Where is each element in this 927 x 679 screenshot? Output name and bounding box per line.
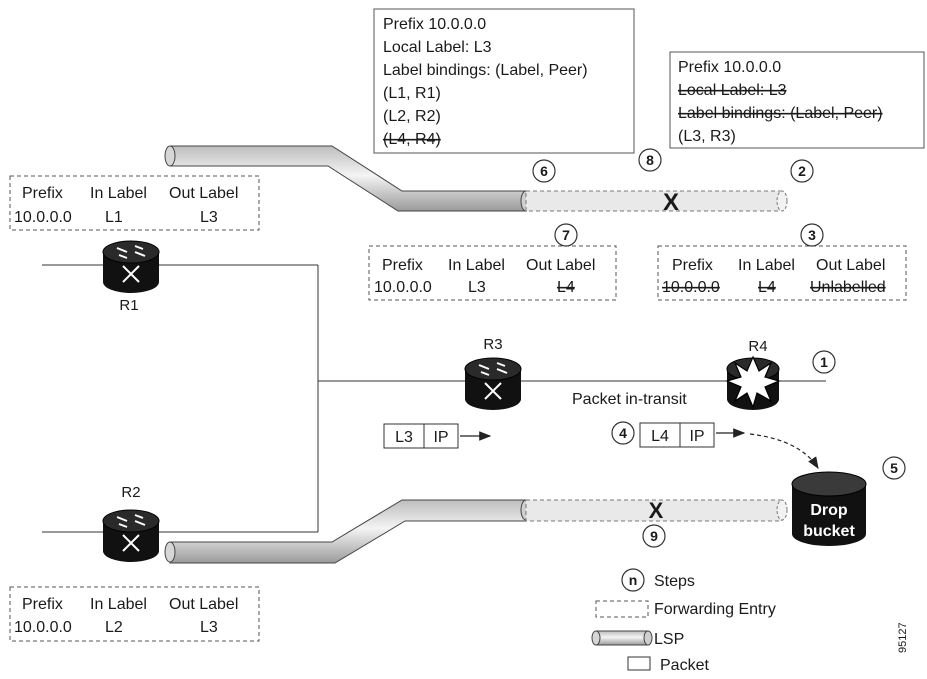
- step-4: 4: [619, 425, 627, 441]
- label-binding-box-right: Prefix 10.0.0.0 Local Label: L3 Label bi…: [669, 51, 925, 149]
- forwarding-entry-r3: Prefix In Label Out Label 10.0.0.0 L3 L4: [368, 245, 617, 301]
- svg-text:bucket: bucket: [803, 523, 855, 540]
- svg-text:IP: IP: [689, 428, 704, 445]
- svg-text:Local Label: L3: Local Label: L3: [678, 82, 787, 99]
- network-links: [42, 264, 826, 533]
- svg-text:Drop: Drop: [810, 502, 848, 519]
- router-r1: [102, 240, 160, 293]
- step-9: 9: [650, 528, 658, 544]
- svg-text:(L3, R3): (L3, R3): [678, 128, 736, 145]
- step-2: 2: [798, 163, 806, 179]
- svg-text:Forwarding Entry: Forwarding Entry: [654, 601, 776, 618]
- svg-text:IP: IP: [433, 429, 448, 446]
- svg-text:Prefix 10.0.0.0: Prefix 10.0.0.0: [383, 16, 486, 33]
- svg-text:Out Label: Out Label: [816, 257, 885, 274]
- svg-text:L2: L2: [105, 619, 123, 636]
- svg-text:(L2, R2): (L2, R2): [383, 108, 441, 125]
- step-1: 1: [820, 354, 828, 370]
- svg-text:Prefix 10.0.0.0: Prefix 10.0.0.0: [678, 59, 781, 76]
- router-icon: [116, 514, 146, 552]
- forwarding-entry-r1: Prefix In Label Out Label 10.0.0.0 L1 L3: [9, 175, 260, 231]
- packet-r3: L3 IP: [383, 423, 492, 449]
- svg-text:L3: L3: [200, 619, 218, 636]
- svg-text:L3: L3: [468, 279, 486, 296]
- svg-text:In Label: In Label: [90, 596, 147, 613]
- lsp-lower: [164, 499, 788, 564]
- packet-r4: L4 IP: [639, 422, 819, 470]
- svg-text:Local Label: L3: Local Label: L3: [383, 39, 492, 56]
- svg-text:Out Label: Out Label: [169, 185, 238, 202]
- failure-burst-icon: [725, 355, 781, 409]
- router-label-r1: R1: [119, 297, 138, 314]
- svg-text:L4: L4: [557, 279, 575, 296]
- svg-text:Out Label: Out Label: [526, 257, 595, 274]
- router-label-r3: R3: [483, 336, 502, 353]
- router-label-r2: R2: [121, 484, 140, 501]
- svg-text:Unlabelled: Unlabelled: [810, 279, 886, 296]
- svg-text:Label bindings: (Label, Peer): Label bindings: (Label, Peer): [678, 105, 883, 122]
- svg-text:L3: L3: [395, 429, 413, 446]
- router-icon: [116, 245, 146, 283]
- upper-lsp-break: X: [663, 189, 679, 216]
- drop-bucket: Drop bucket: [791, 471, 867, 546]
- label-binding-box-left: Prefix 10.0.0.0 Local Label: L3 Label bi…: [373, 8, 635, 154]
- svg-text:In Label: In Label: [738, 257, 795, 274]
- forwarding-entry-r2: Prefix In Label Out Label 10.0.0.0 L2 L3: [9, 586, 260, 642]
- svg-text:Prefix: Prefix: [22, 596, 63, 613]
- svg-text:10.0.0.0: 10.0.0.0: [374, 279, 432, 296]
- forwarding-entry-r4: Prefix In Label Out Label 10.0.0.0 L4 Un…: [657, 245, 907, 301]
- svg-text:LSP: LSP: [654, 631, 684, 648]
- svg-text:L4: L4: [758, 279, 776, 296]
- router-r3: [464, 357, 522, 410]
- step-3: 3: [808, 227, 816, 243]
- lsp-upper: [164, 145, 788, 212]
- step-5: 5: [890, 460, 898, 476]
- step-8: 8: [646, 152, 654, 168]
- svg-text:L4: L4: [651, 428, 669, 445]
- svg-text:Label bindings: (Label, Peer): Label bindings: (Label, Peer): [383, 62, 588, 79]
- svg-text:L1: L1: [105, 209, 123, 226]
- svg-text:In Label: In Label: [448, 257, 505, 274]
- svg-text:Out Label: Out Label: [169, 596, 238, 613]
- svg-text:(L1, R1): (L1, R1): [383, 85, 441, 102]
- step-7: 7: [562, 227, 570, 243]
- legend: n Steps Forwarding Entry LSP Packet: [591, 568, 776, 674]
- svg-text:Prefix: Prefix: [22, 185, 63, 202]
- svg-text:n: n: [629, 572, 638, 588]
- svg-text:10.0.0.0: 10.0.0.0: [14, 619, 72, 636]
- router-icon: [478, 362, 508, 400]
- svg-text:Steps: Steps: [654, 573, 695, 590]
- svg-text:10.0.0.0: 10.0.0.0: [14, 209, 72, 226]
- svg-text:Prefix: Prefix: [672, 257, 713, 274]
- svg-text:In Label: In Label: [90, 185, 147, 202]
- strikethrough-entry: (L4, R4): [383, 131, 441, 148]
- router-r2: [102, 509, 160, 562]
- svg-text:Prefix: Prefix: [382, 257, 423, 274]
- router-label-r4: R4: [748, 338, 767, 355]
- figure-id: 95127: [897, 622, 909, 653]
- step-6: 6: [540, 163, 548, 179]
- lower-lsp-break: X: [649, 498, 664, 523]
- step-markers: [532, 148, 906, 548]
- svg-text:L3: L3: [200, 209, 218, 226]
- svg-text:10.0.0.0: 10.0.0.0: [662, 279, 720, 296]
- router-r4: [725, 355, 781, 410]
- packet-in-transit-label: Packet in-transit: [572, 391, 687, 408]
- svg-text:Packet: Packet: [660, 657, 709, 674]
